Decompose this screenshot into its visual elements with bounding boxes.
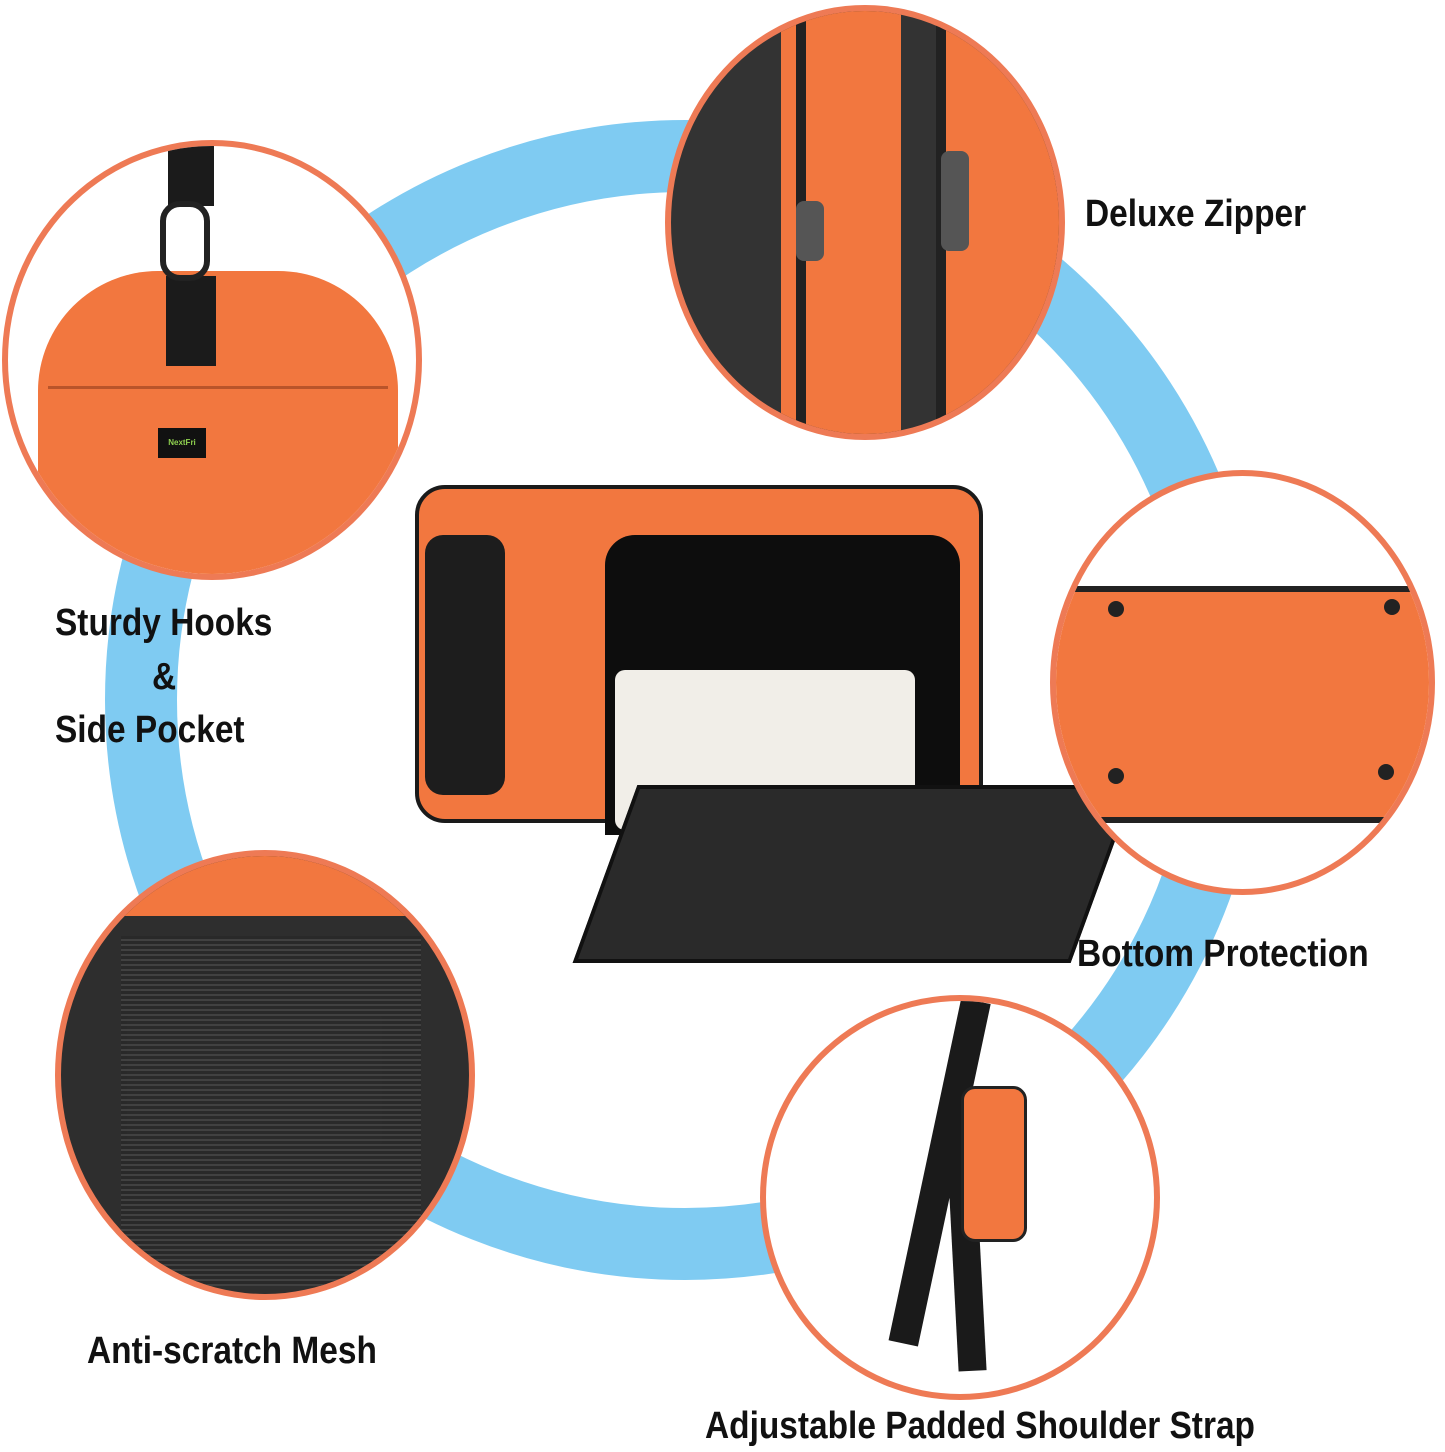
pet-carrier-main-image xyxy=(400,455,1136,975)
mesh-detail-image xyxy=(55,850,475,1300)
label-deluxe-zipper: Deluxe Zipper xyxy=(1085,193,1307,235)
label-anti-scratch-mesh: Anti-scratch Mesh xyxy=(87,1330,377,1372)
label-sturdy-hooks: Sturdy Hooks xyxy=(55,602,273,644)
label-shoulder-strap: Adjustable Padded Shoulder Strap xyxy=(705,1405,1255,1447)
brand-logo: NextFri xyxy=(158,428,206,458)
bottom-protection-image xyxy=(1050,470,1435,895)
hooks-detail-image: NextFri xyxy=(2,140,422,580)
shoulder-strap-image xyxy=(760,995,1160,1400)
label-side-pocket: Side Pocket xyxy=(55,709,245,751)
zipper-detail-image xyxy=(665,5,1065,440)
label-ampersand: & xyxy=(152,656,177,698)
label-bottom-protection: Bottom Protection xyxy=(1077,933,1369,975)
